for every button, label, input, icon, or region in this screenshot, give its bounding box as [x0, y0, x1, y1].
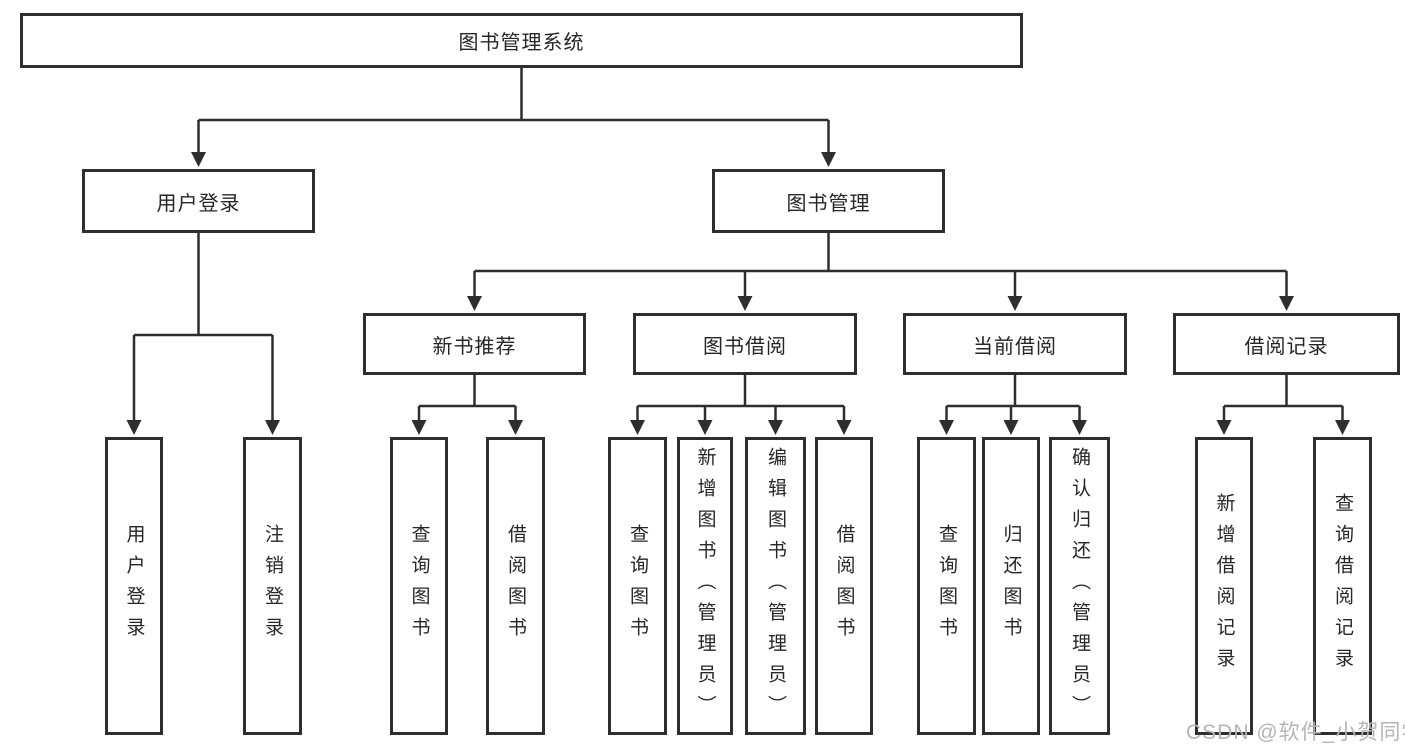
node-label: 新书推荐	[432, 335, 517, 358]
node-label: 确认归还（管理员）	[1069, 446, 1090, 726]
node-label: 查询图书	[627, 524, 648, 648]
node-borrowing-records: 借阅记录	[1173, 313, 1400, 375]
node-label: 新增借阅记录	[1213, 493, 1235, 679]
leaf-query-books-current: 查询图书	[917, 437, 976, 735]
node-current-borrowing: 当前借阅	[903, 313, 1127, 375]
node-label: 注销登录	[262, 524, 283, 648]
node-label: 用户登录	[123, 524, 145, 648]
node-label: 查询借阅记录	[1332, 493, 1353, 679]
node-library-management-system: 图书管理系统	[20, 13, 1023, 68]
node-label: 借阅图书	[505, 524, 526, 648]
node-label: 查询图书	[408, 524, 430, 648]
node-label: 当前借阅	[973, 335, 1057, 358]
node-label: 用户登录	[156, 192, 241, 215]
leaf-borrow-books: 借阅图书	[815, 437, 873, 735]
node-label: 归还图书	[1000, 524, 1022, 648]
csdn-watermark: CSDN @软件_小贺同学	[1186, 721, 1405, 744]
node-label: 图书借阅	[703, 335, 787, 358]
leaf-return-books: 归还图书	[982, 437, 1040, 735]
node-label: 编辑图书（管理员）	[765, 446, 786, 726]
node-label: 图书管理系统	[458, 32, 585, 54]
node-label: 新增图书（管理员）	[694, 446, 716, 726]
leaf-add-borrow-record: 新增借阅记录	[1195, 437, 1253, 735]
node-book-borrowing: 图书借阅	[633, 313, 857, 375]
node-book-management: 图书管理	[712, 169, 945, 233]
leaf-confirm-return-admin: 确认归还（管理员）	[1049, 437, 1110, 735]
node-label: 借阅记录	[1244, 335, 1329, 358]
node-new-book-recommendation: 新书推荐	[363, 313, 586, 375]
leaf-logout: 注销登录	[243, 437, 302, 735]
node-user-login: 用户登录	[82, 169, 315, 233]
leaf-query-books-borrowing: 查询图书	[608, 437, 667, 735]
leaf-add-books-admin: 新增图书（管理员）	[677, 437, 733, 735]
leaf-borrow-books-recommend: 借阅图书	[486, 437, 545, 735]
node-label: 图书管理	[786, 192, 871, 215]
leaf-query-borrow-record: 查询借阅记录	[1313, 437, 1372, 735]
node-label: 借阅图书	[833, 524, 855, 648]
leaf-edit-books-admin: 编辑图书（管理员）	[745, 437, 806, 735]
node-label: 查询图书	[936, 524, 957, 648]
leaf-query-books-recommend: 查询图书	[390, 437, 448, 735]
leaf-user-login: 用户登录	[105, 437, 163, 735]
